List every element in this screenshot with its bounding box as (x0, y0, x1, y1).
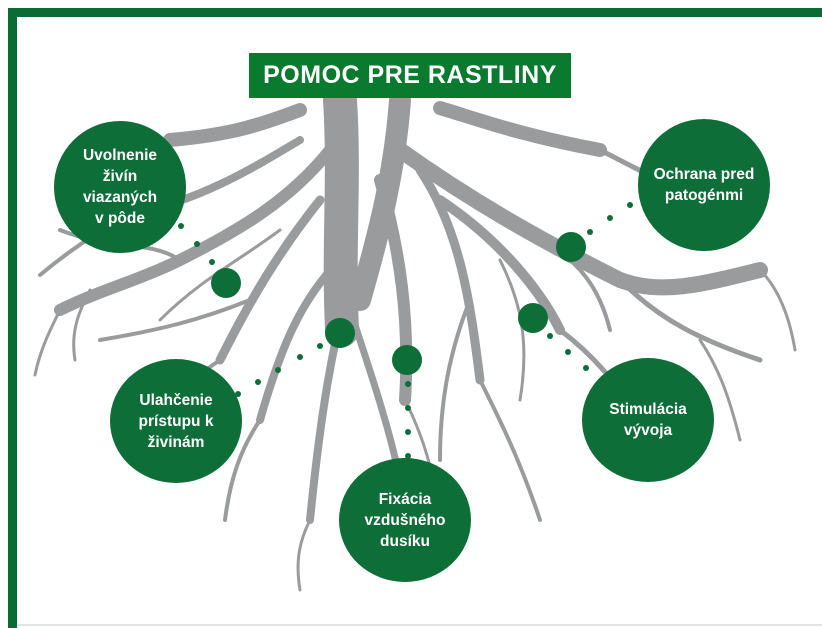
root-node-center-left (325, 318, 355, 348)
diagram-title: POMOC PRE RASTLINY (249, 53, 571, 98)
node-ochrana: Ochrana pred patogénmi (638, 119, 770, 251)
root-node-right-lower (518, 303, 548, 333)
main-root (340, 100, 342, 330)
root-node-left (211, 268, 241, 298)
node-fixacia: Fixácia vzdušného dusíku (339, 458, 471, 582)
node-stimulacia: Stimulácia vývoja (582, 358, 714, 482)
root-node-center (392, 345, 422, 375)
node-uvolnenie: Uvolnenie živín viazaných v pôde (54, 121, 186, 253)
root-node-right (556, 232, 586, 262)
node-ulahcenie: Ulahčenie prístupu k živinám (110, 359, 242, 483)
